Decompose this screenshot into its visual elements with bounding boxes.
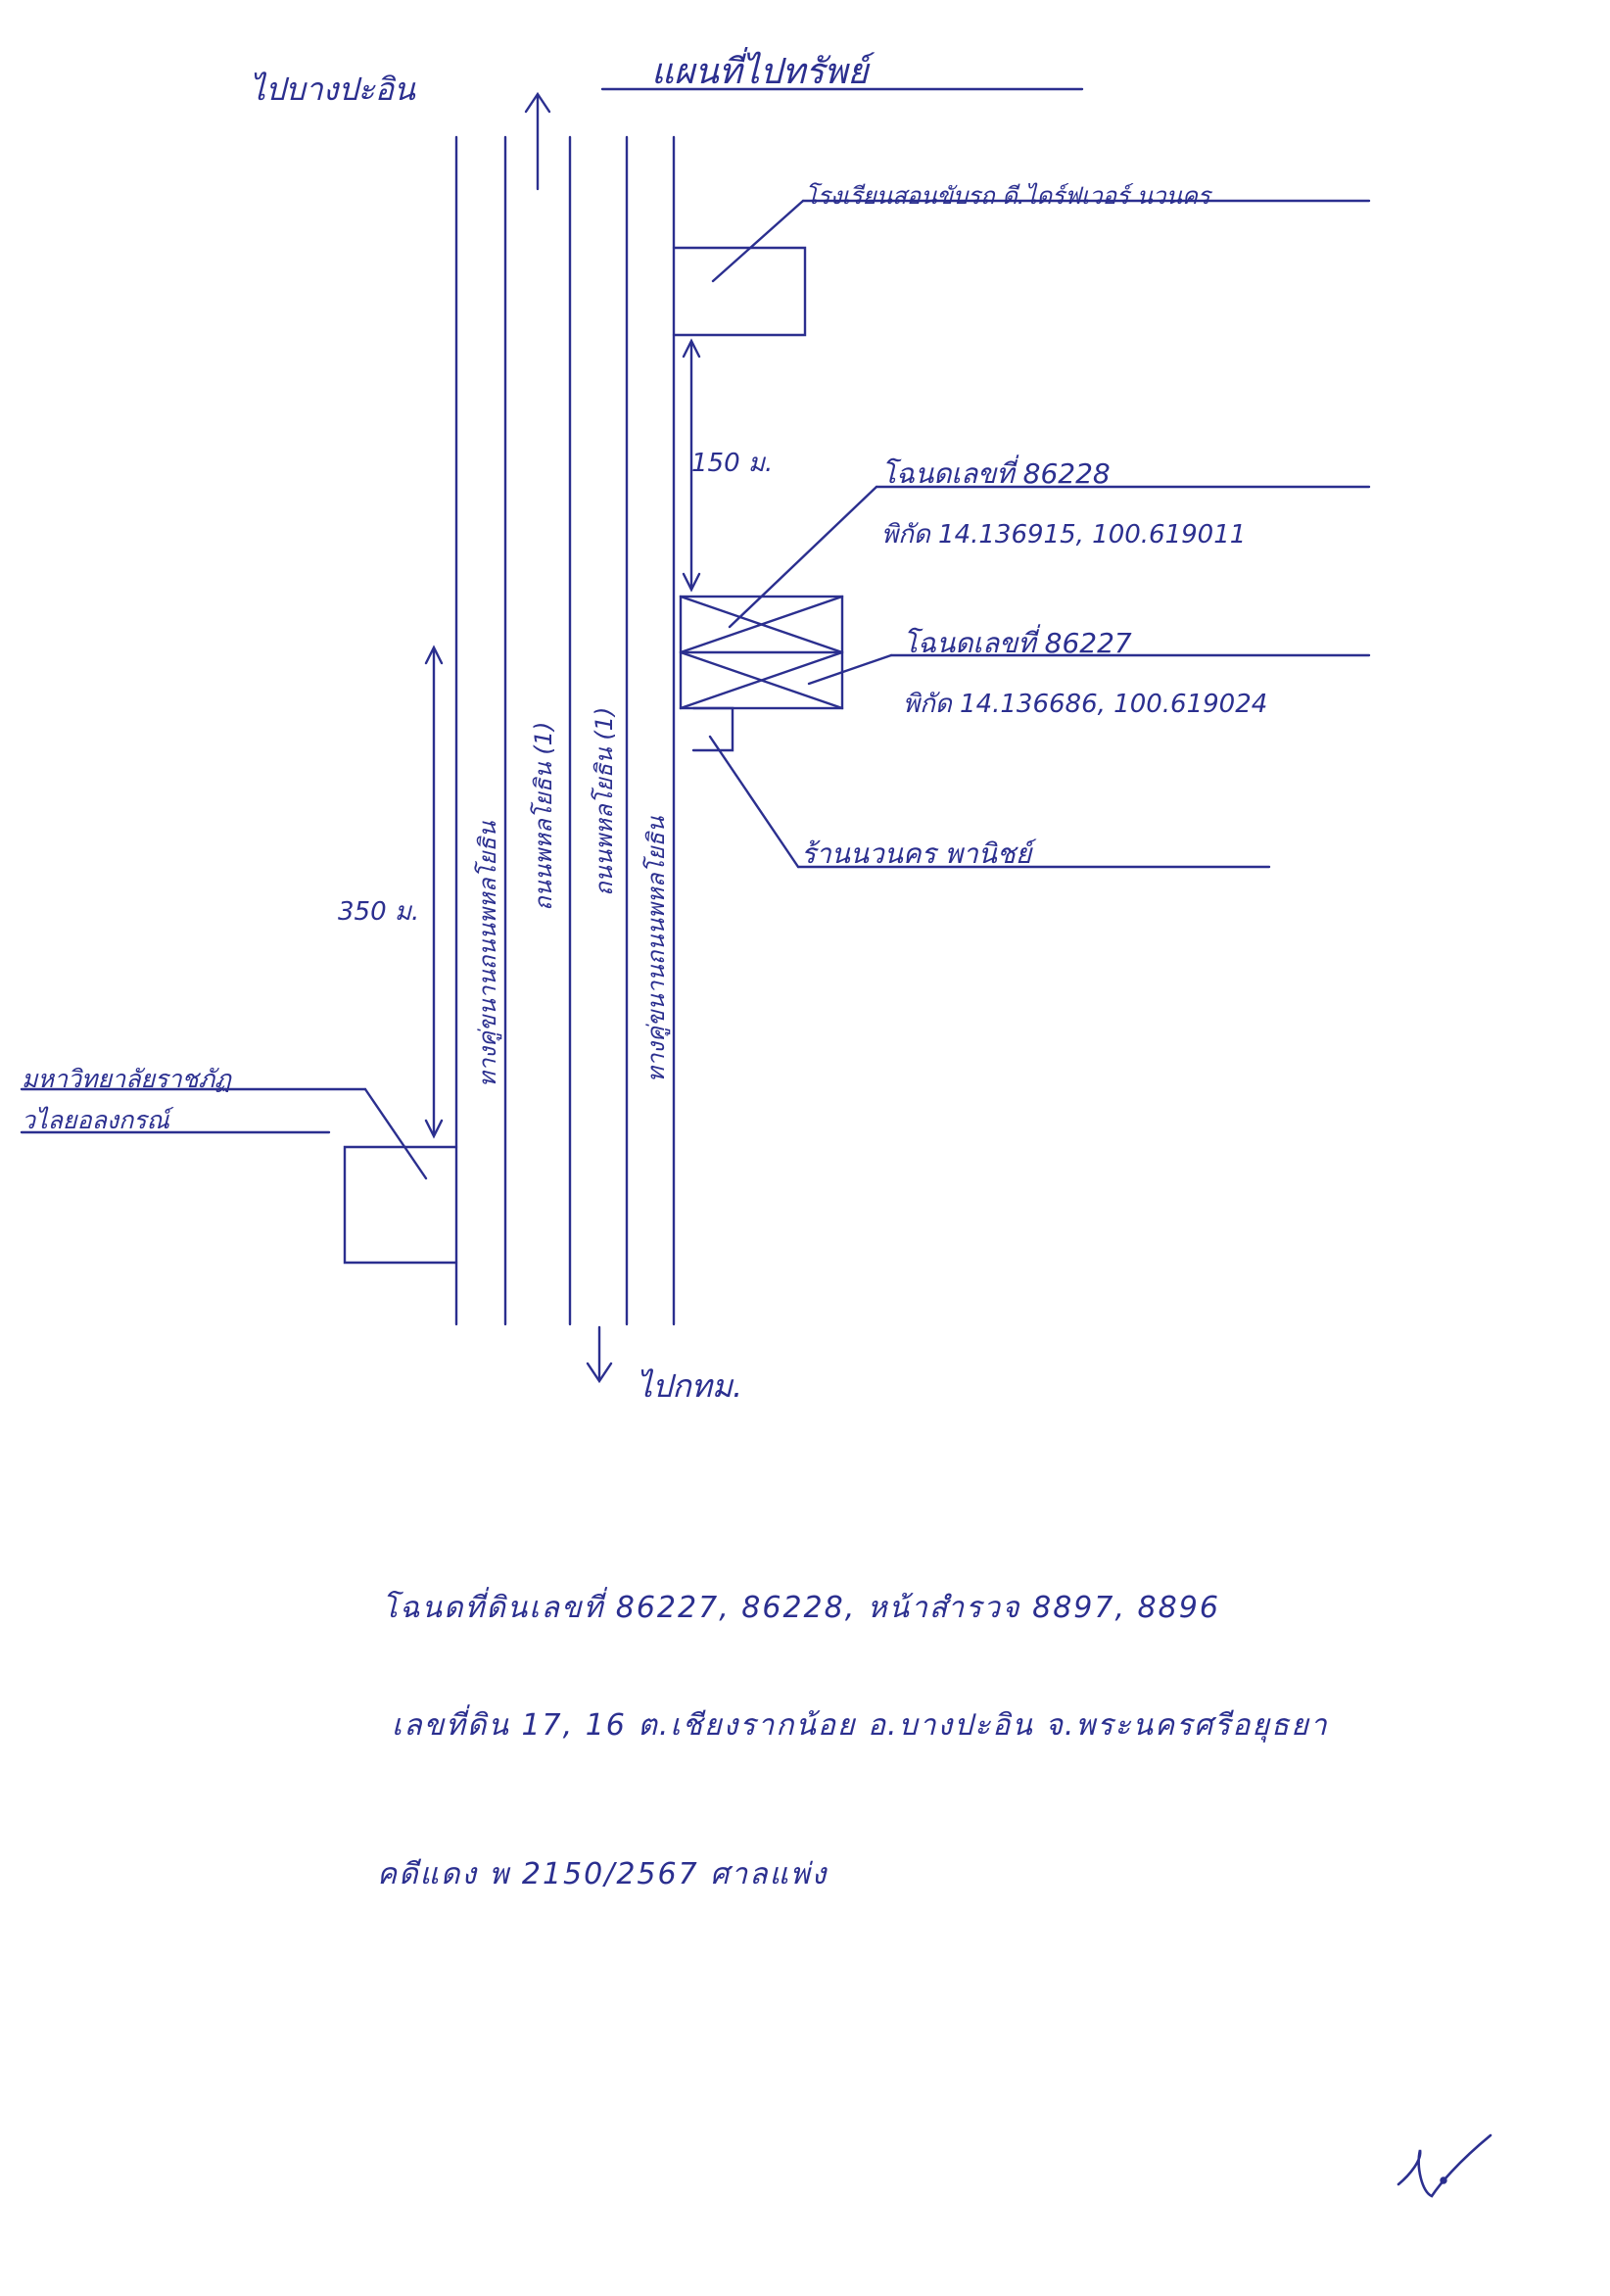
direction-south-label: ไปกทม.	[637, 1367, 743, 1405]
signature-dot	[1440, 2176, 1447, 2184]
plot-86227-leader	[807, 653, 893, 686]
note-case-line: คดีแดง พ 2150/2567 ศาลแพ่ง	[377, 1857, 829, 1891]
arrow-down-icon	[586, 1325, 613, 1384]
map-title: แผนที่ไปทรัพย์	[651, 52, 869, 92]
note-deed-line: โฉนดที่ดินเลขที่ 86227, 86228, หน้าสำรวจ…	[382, 1591, 1220, 1625]
shop-leader	[708, 735, 800, 869]
plot-86228-leader	[728, 485, 878, 629]
distance-150-label: 150 ม.	[691, 449, 774, 478]
shop-label: ร้านนวนคร พานิชย์	[801, 837, 1032, 870]
plot-86227-title: โฉนดเลขที่ 86227	[903, 627, 1132, 659]
plot-86228-coords: พิกัด 14.136915, 100.619011	[881, 520, 1247, 550]
school-building	[672, 199, 1371, 337]
school-label: โรงเรียนสอนขับรถ ดี.ไดร์ฟเวอร์ นวนคร	[805, 182, 1210, 210]
arrow-up-icon	[524, 91, 551, 191]
university-building	[20, 1087, 458, 1265]
university-label-line2: วไลยอลงกรณ์	[22, 1106, 169, 1134]
distance-arrow-150	[682, 338, 701, 593]
road-label-frontage-right: ทางคู่ขนานถนนพหลโยธิน	[642, 816, 670, 1082]
distance-350-label: 350 ม.	[338, 897, 420, 927]
signature-mark	[1397, 2133, 1492, 2198]
plot-86227-coords: พิกัด 14.136686, 100.619024	[903, 690, 1268, 719]
distance-arrow-350	[424, 645, 444, 1139]
direction-north-label: ไปบางปะอิน	[250, 71, 415, 108]
university-label-line1: มหาวิทยาลัยราชภัฏ	[22, 1065, 231, 1093]
road-label-frontage-left: ทางคู่ขนานถนนพหลโยธิน	[474, 821, 501, 1087]
road-label-main-right: ถนนพหลโยธิน (1)	[591, 706, 618, 896]
note-location-line: เลขที่ดิน 17, 16 ต.เชียงรากน้อย อ.บางปะอ…	[392, 1708, 1329, 1743]
road-label-main-left: ถนนพหลโยธิน (1)	[530, 721, 557, 911]
plot-86228-title: โฉนดเลขที่ 86228	[881, 457, 1111, 490]
plots-box	[679, 595, 844, 752]
